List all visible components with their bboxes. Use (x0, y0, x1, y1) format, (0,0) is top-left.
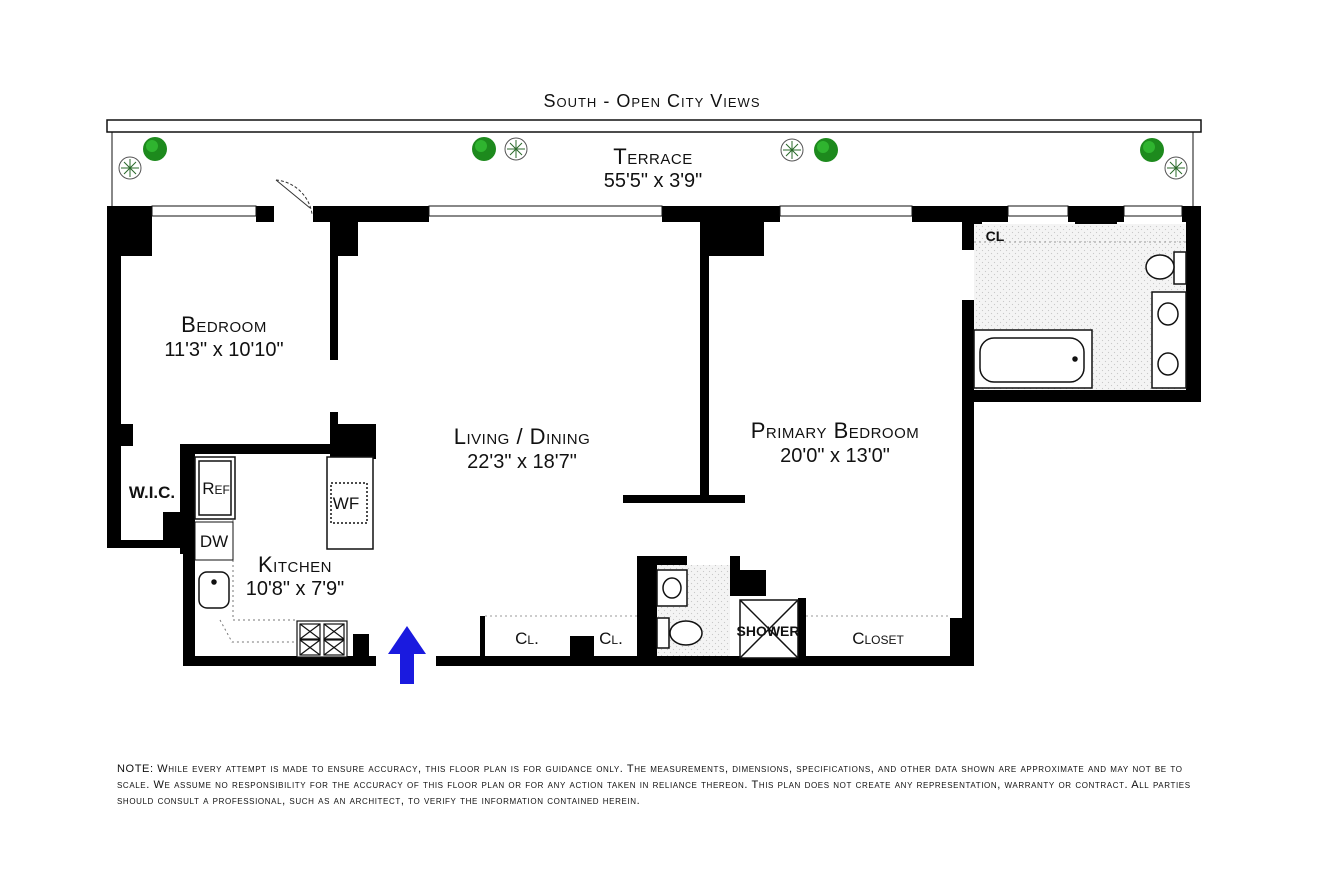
kitchen-counter (219, 520, 297, 643)
kitchen-sink-icon (198, 571, 230, 609)
wic-label: W.I.C. (129, 483, 175, 502)
terrace-name: Terrace (613, 144, 692, 169)
disclaimer-note: NOTE: While every attempt is made to ens… (117, 763, 1191, 807)
closet-label-3: Closet (852, 629, 904, 648)
bedroom-name: Bedroom (181, 312, 267, 337)
refrigerator (194, 456, 236, 520)
terrace-dims: 55'5" x 3'9" (604, 170, 703, 192)
orientation-label: South - Open City Views (543, 91, 760, 111)
closet-label-1: Cl. (515, 629, 539, 648)
cooktop-icon (296, 620, 348, 658)
closet-shelves (485, 241, 1186, 617)
kitchen-dims: 10'8" x 7'9" (246, 578, 345, 600)
entry-arrow-icon (388, 626, 426, 684)
terrace: Terrace 55'5" x 3'9" (106, 119, 1202, 206)
plant-icon (143, 137, 1164, 162)
windows (151, 205, 1183, 217)
living-dims: 22'3" x 18'7" (467, 451, 577, 473)
bathtub (973, 329, 1093, 389)
powder-sink-icon (656, 569, 688, 607)
vanity (1151, 291, 1187, 389)
toilet-icon (1145, 251, 1187, 285)
bath-closet-label: CL (986, 228, 1005, 244)
wf-label: WF (333, 494, 359, 513)
shower-stall (739, 599, 799, 659)
kitchen-name: Kitchen (258, 552, 332, 577)
closet-label-2: Cl. (599, 629, 623, 648)
shower-label: SHOWER (737, 623, 800, 639)
dw-label: DW (200, 532, 228, 551)
primary-dims: 20'0" x 13'0" (780, 445, 890, 467)
terrace-door (275, 179, 313, 215)
ref-label: Ref (202, 479, 230, 498)
shrub-icon (118, 137, 1188, 180)
wall-oven (326, 456, 374, 550)
walls (107, 206, 1201, 666)
dishwasher (194, 521, 234, 561)
powder-toilet-icon (656, 617, 703, 649)
bedroom-dims: 11'3" x 10'10" (164, 339, 283, 361)
primary-name: Primary Bedroom (751, 418, 920, 443)
living-name: Living / Dining (454, 424, 590, 449)
